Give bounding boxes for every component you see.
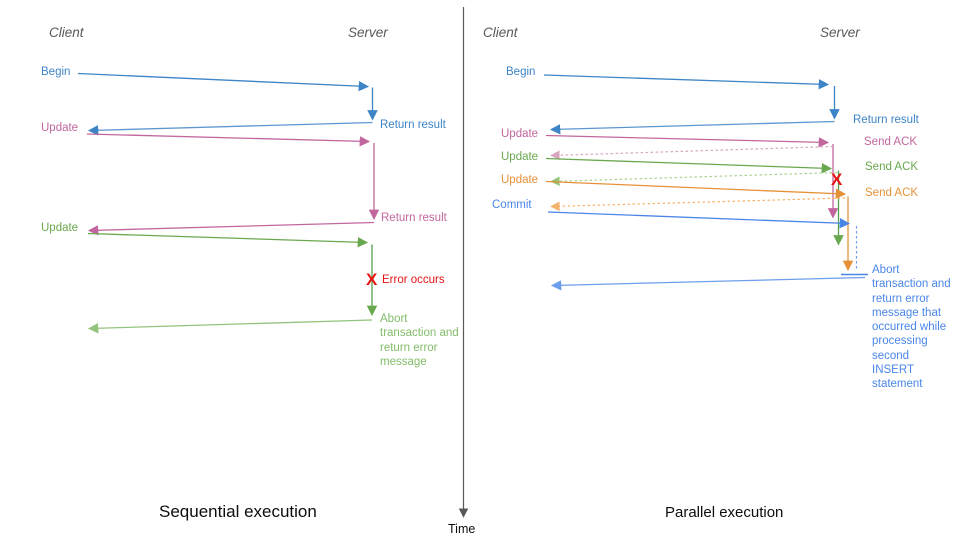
time-axis-label: Time — [448, 522, 476, 536]
par-server-label: Server — [820, 25, 860, 40]
par-client-label: Client — [483, 25, 518, 40]
seq-begin-label: Begin — [41, 66, 71, 78]
par-update-3-label: Update — [501, 174, 539, 186]
par-caption: Parallel execution — [665, 504, 784, 521]
par-send-ack-2-arrow — [550, 171, 838, 187]
par-update-2-request-arrow — [545, 157, 833, 174]
seq-update-1-label: Update — [41, 122, 79, 134]
seq-caption: Sequential execution — [159, 502, 317, 521]
seq-return-result-2-label: Return result — [381, 212, 447, 224]
par-abort-return-arrow — [550, 276, 866, 291]
seq-abort-message-label: Abort transaction and return error messa… — [380, 313, 459, 368]
seq-begin-request-arrow — [77, 72, 370, 92]
par-abort-message-label: Abort transaction and return error messa… — [872, 264, 951, 391]
par-send-ack-3-label: Send ACK — [865, 187, 919, 199]
seq-error-occurs-label: Error occurs — [382, 274, 445, 286]
par-send-ack-1-arrow — [550, 145, 834, 161]
seq-error-x-icon: X — [366, 270, 377, 289]
par-return-result-label: Return result — [853, 114, 919, 126]
par-begin-request-arrow — [543, 74, 830, 90]
par-update-1-label: Update — [501, 128, 539, 140]
par-commit-request-arrow — [547, 211, 851, 229]
seq-update-1-request-arrow — [86, 133, 371, 147]
par-update-3-request-arrow — [545, 180, 847, 199]
par-commit-label: Commit — [492, 199, 532, 211]
seq-abort-return-arrow — [87, 319, 373, 334]
par-error-x-icon: X — [831, 170, 842, 189]
seq-return-result-1-label: Return result — [380, 119, 446, 131]
seq-update-2-label: Update — [41, 222, 79, 234]
parallel-panel-arrows — [543, 74, 868, 291]
seq-return-result-1-arrow — [87, 121, 373, 136]
par-return-result-arrow — [549, 120, 835, 135]
sequential-panel-arrows — [77, 72, 380, 334]
par-update-2-label: Update — [501, 151, 539, 163]
par-send-ack-3-arrow — [550, 197, 846, 212]
seq-client-label: Client — [49, 25, 84, 40]
par-begin-label: Begin — [506, 66, 536, 78]
par-update-1-request-arrow — [545, 134, 830, 148]
seq-return-result-2-arrow — [87, 221, 375, 236]
seq-update-2-request-arrow — [87, 232, 369, 248]
par-send-ack-2-label: Send ACK — [865, 161, 919, 173]
par-send-ack-1-label: Send ACK — [864, 136, 918, 148]
seq-server-label: Server — [348, 25, 388, 40]
